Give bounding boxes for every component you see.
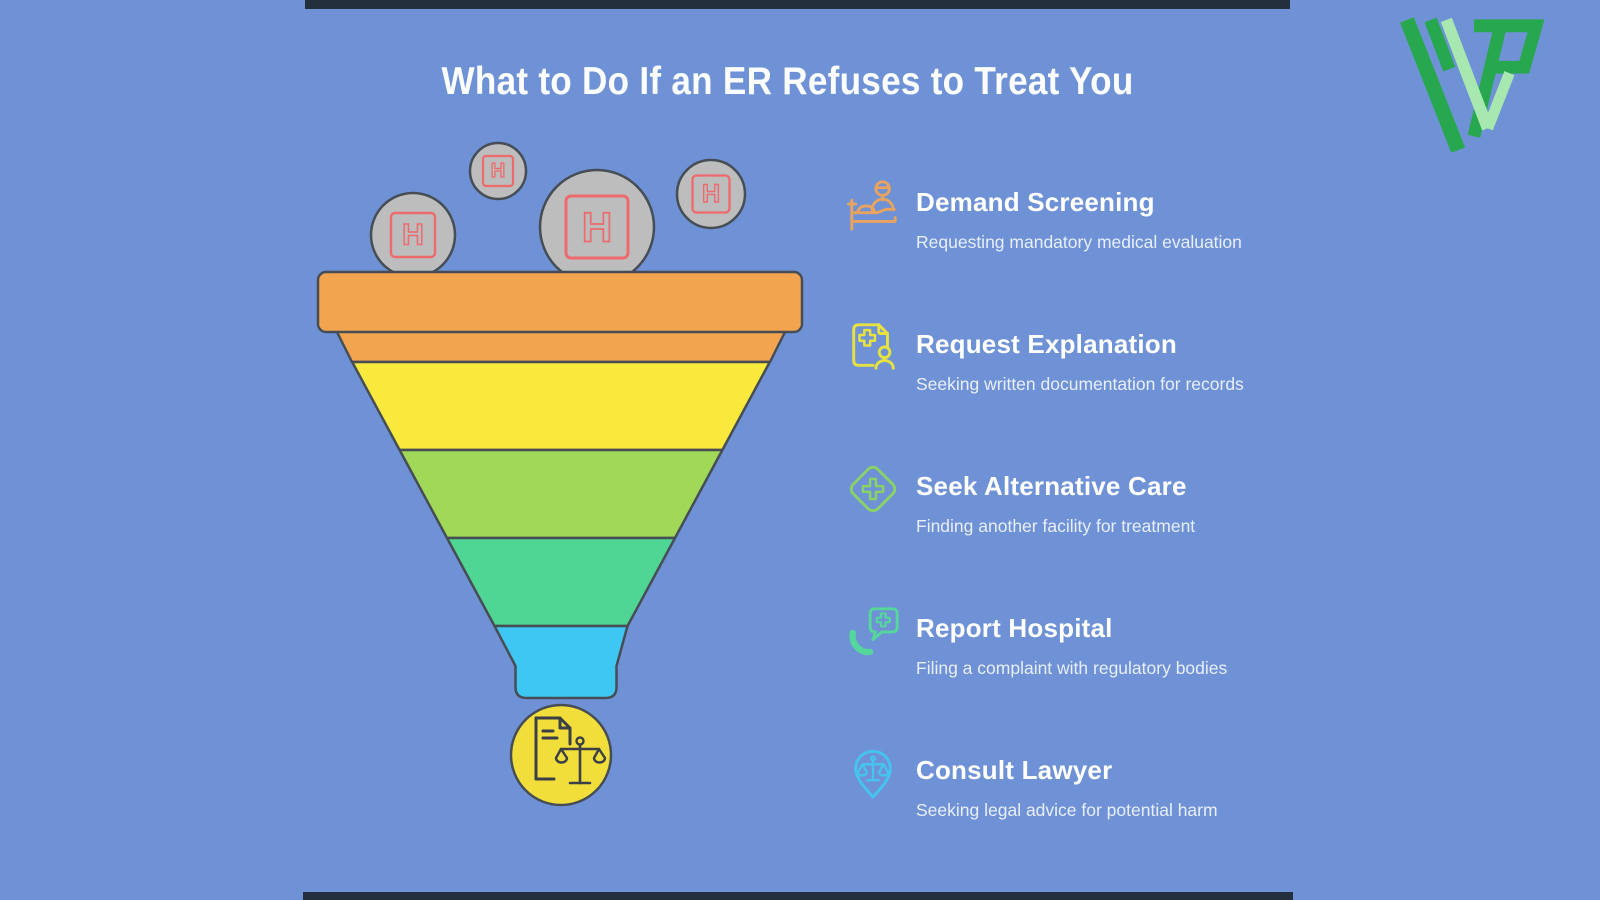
phone-report-icon — [849, 607, 899, 656]
svg-text:H: H — [582, 204, 612, 251]
svg-text:H: H — [402, 219, 424, 252]
bottom-accent-bar — [303, 892, 1293, 900]
medical-diamond-icon — [849, 465, 897, 513]
funnel-outcome — [509, 703, 613, 807]
vp-logo-icon — [1400, 17, 1544, 152]
step-consult-lawyer: Consult Lawyer Seeking legal advice for … — [846, 740, 1466, 882]
step-text: Consult Lawyer Seeking legal advice for … — [916, 740, 1218, 821]
step-report-hospital: Report Hospital Filing a complaint with … — [846, 598, 1466, 740]
hospital-h-icon: H — [481, 154, 515, 188]
step-title: Demand Screening — [916, 187, 1155, 217]
step-text: Seek Alternative Care Finding another fa… — [916, 456, 1195, 537]
step-description: Seeking legal advice for potential harm — [916, 800, 1218, 820]
step-title: Seek Alternative Care — [916, 471, 1187, 501]
funnel-level-2 — [350, 360, 772, 452]
hospital-h-icon: H — [389, 211, 437, 259]
funnel-diagram: H H H H — [316, 141, 804, 807]
hospital-h-icon: H — [691, 174, 731, 214]
funnel-level-1 — [334, 328, 788, 364]
step-request-explanation: Request Explanation Seeking written docu… — [846, 314, 1466, 456]
step-text: Demand Screening Requesting mandatory me… — [916, 172, 1242, 253]
medical-record-icon — [852, 323, 895, 370]
step-title: Report Hospital — [916, 613, 1113, 643]
funnel-rim — [316, 270, 804, 334]
svg-text:H: H — [491, 160, 505, 182]
step-title: Request Explanation — [916, 329, 1177, 359]
step-seek-alternative-care: Seek Alternative Care Finding another fa… — [846, 456, 1466, 598]
step-description: Finding another facility for treatment — [916, 516, 1196, 536]
step-text: Report Hospital Filing a complaint with … — [916, 598, 1227, 679]
svg-text:H: H — [702, 180, 720, 208]
patient-bed-icon — [846, 180, 897, 231]
hospital-h-icons: H H H H — [389, 154, 731, 260]
top-accent-bar — [305, 0, 1290, 9]
legal-pin-icon — [854, 749, 892, 799]
funnel-level-5 — [493, 624, 629, 700]
step-description: Requesting mandatory medical evaluation — [916, 232, 1242, 252]
funnel-level-3 — [398, 448, 724, 540]
step-description: Filing a complaint with regulatory bodie… — [916, 658, 1228, 678]
legal-document-scales-icon — [534, 716, 607, 785]
funnel-level-4 — [445, 536, 677, 628]
hospital-h-icon: H — [564, 194, 630, 260]
steps-list: Demand Screening Requesting mandatory me… — [846, 172, 1466, 882]
page-title: What to Do If an ER Refuses to Treat You — [441, 60, 1134, 104]
step-description: Seeking written documentation for record… — [916, 374, 1244, 394]
step-title: Consult Lawyer — [916, 755, 1113, 785]
step-text: Request Explanation Seeking written docu… — [916, 314, 1244, 395]
step-demand-screening: Demand Screening Requesting mandatory me… — [846, 172, 1466, 314]
